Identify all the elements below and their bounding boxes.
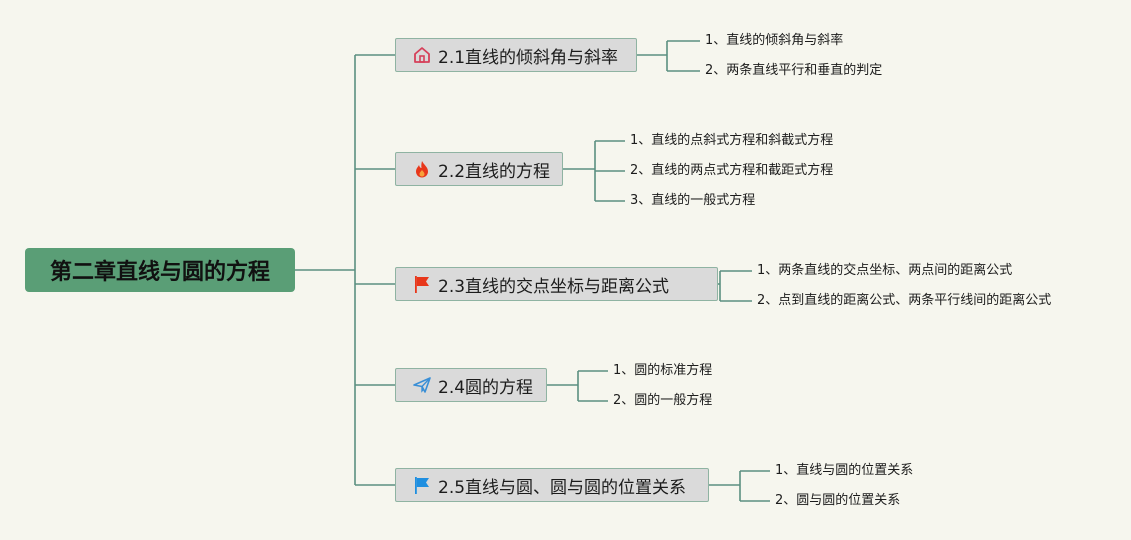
blue-flag-icon — [412, 475, 432, 495]
fire-icon — [412, 159, 432, 179]
leaf-item: 3、直线的一般式方程 — [630, 193, 756, 208]
root-title: 第二章直线与圆的方程 — [49, 260, 270, 285]
leaf-item: 1、两条直线的交点坐标、两点间的距离公式 — [757, 263, 1013, 278]
branch-2-5[interactable]: 2.5直线与圆、圆与圆的位置关系 — [395, 468, 709, 502]
house-icon — [412, 45, 432, 65]
branch-label: 2.2直线的方程 — [438, 161, 551, 182]
red-flag-icon — [412, 274, 432, 294]
branch-label: 2.3直线的交点坐标与距离公式 — [438, 276, 670, 297]
branch-2-1[interactable]: 2.1直线的倾斜角与斜率 — [395, 38, 637, 72]
leaf-item: 1、直线与圆的位置关系 — [775, 463, 914, 478]
root-topic[interactable]: 第二章直线与圆的方程 — [25, 248, 295, 292]
branch-2-4[interactable]: 2.4圆的方程 — [395, 368, 547, 402]
leaf-item: 2、两条直线平行和垂直的判定 — [705, 63, 883, 78]
branch-2-2[interactable]: 2.2直线的方程 — [395, 152, 563, 186]
leaf-item: 2、直线的两点式方程和截距式方程 — [630, 163, 834, 178]
branch-label: 2.5直线与圆、圆与圆的位置关系 — [438, 477, 687, 498]
leaf-item: 2、点到直线的距离公式、两条平行线间的距离公式 — [757, 293, 1052, 308]
leaf-item: 1、直线的点斜式方程和斜截式方程 — [630, 133, 834, 148]
paper-plane-icon — [412, 375, 432, 395]
branch-label: 2.4圆的方程 — [438, 377, 534, 398]
branch-label: 2.1直线的倾斜角与斜率 — [438, 47, 619, 68]
leaf-item: 2、圆与圆的位置关系 — [775, 493, 901, 508]
leaf-item: 1、圆的标准方程 — [613, 363, 713, 378]
branch-2-3[interactable]: 2.3直线的交点坐标与距离公式 — [395, 267, 718, 301]
leaf-item: 1、直线的倾斜角与斜率 — [705, 33, 844, 48]
leaf-item: 2、圆的一般方程 — [613, 393, 713, 408]
